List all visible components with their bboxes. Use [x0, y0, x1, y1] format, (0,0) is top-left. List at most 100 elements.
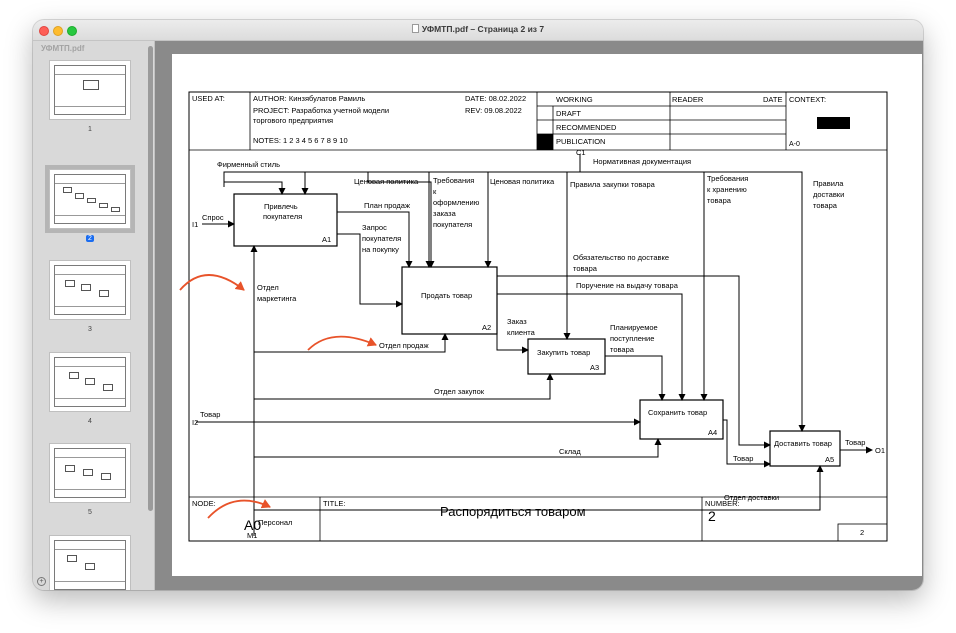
close-button[interactable]	[39, 26, 49, 36]
rev-text: REV: 09.08.2022	[465, 106, 522, 115]
box-a1-number: A1	[322, 235, 331, 244]
box-a1-label-2: покупателя	[263, 212, 302, 221]
label-warehouse: Склад	[559, 447, 581, 456]
box-a2-number: A2	[482, 323, 491, 332]
label-planned-supply-3: товара	[610, 345, 635, 354]
label-delivery-obligation-1: Обязательство по доставке	[573, 253, 669, 262]
page-number-3: 3	[88, 326, 92, 333]
page-number-2: 2	[86, 235, 94, 242]
box-a3-number: A3	[590, 363, 599, 372]
box-a1-label: Привлечь	[264, 202, 298, 211]
idef0-diagram: USED AT: AUTHOR: Кинзябулатов Рамиль PRO…	[179, 91, 888, 542]
label-demand: Спрос	[202, 213, 224, 222]
notes-text: NOTES: 1 2 3 4 5 6 7 8 9 10	[253, 136, 348, 145]
page-thumbnail-6[interactable]	[49, 535, 131, 590]
plus-circle-icon[interactable]: +	[37, 577, 46, 586]
label-buyer-request-2: покупателя	[362, 234, 401, 243]
project-text: PROJECT: Разработка учетной модели	[253, 106, 389, 115]
pdf-page: USED AT: AUTHOR: Кинзябулатов Рамиль PRO…	[172, 54, 922, 576]
sidebar-scrollbar[interactable]	[148, 46, 153, 511]
page-thumbnail-1[interactable]	[49, 60, 131, 120]
publication-marker	[537, 134, 553, 150]
used-at-label: USED AT:	[192, 94, 225, 103]
diagram-title: Распорядиться товаром	[440, 504, 586, 519]
working-label: WORKING	[556, 95, 593, 104]
draft-label: DRAFT	[556, 109, 581, 118]
label-planned-supply-1: Планируемое	[610, 323, 658, 332]
context-thumbnail	[817, 117, 850, 129]
label-personnel: Персонал	[258, 518, 292, 527]
label-i1: I1	[192, 220, 198, 229]
minimize-button[interactable]	[53, 26, 63, 36]
footer-block	[189, 496, 888, 542]
box-a3-label: Закупить товар	[537, 348, 590, 357]
label-purchasing-dept: Отдел закупок	[434, 387, 485, 396]
annotation-arrow-sales-dept	[307, 335, 377, 351]
pdf-document-icon	[411, 24, 419, 33]
title-bar: УФМТП.pdf – Страница 2 из 7	[33, 20, 923, 41]
node-value: A0	[244, 517, 261, 533]
label-delivery-rules-1: Правила	[813, 179, 844, 188]
number-label: NUMBER:	[705, 499, 740, 508]
preview-window: УФМТП.pdf – Страница 2 из 7 УФМТП.pdf 1 …	[33, 20, 923, 590]
reader-date-label: DATE	[763, 95, 782, 104]
label-goods-output: Товар	[845, 438, 865, 447]
page-thumbnail-2[interactable]	[45, 165, 135, 233]
label-delivery-dept: Отдел доставки	[724, 493, 779, 502]
label-storage-req-1: Требования	[707, 174, 748, 183]
label-order-req-3: оформлению	[433, 198, 480, 207]
page-number-5: 5	[88, 509, 92, 516]
function-box-a4	[639, 399, 724, 440]
document-view[interactable]: USED AT: AUTHOR: Кинзябулатов Рамиль PRO…	[155, 41, 923, 590]
label-marketing-dept-1: Отдел	[257, 283, 279, 292]
function-box-a2	[401, 266, 498, 335]
page-number-box: 2	[860, 528, 864, 537]
number-value: 2	[708, 508, 716, 524]
label-delivery-obligation-2: товара	[573, 264, 598, 273]
label-sales-plan: План продаж	[364, 201, 410, 210]
thumbnail-sidebar: УФМТП.pdf 1 2 3	[33, 41, 155, 590]
context-label: CONTEXT:	[789, 95, 826, 104]
label-purchase-rules: Правила закупки товара	[570, 180, 656, 189]
label-marketing-dept-2: маркетинга	[257, 294, 297, 303]
box-a4-number: A4	[708, 428, 717, 437]
recommended-label: RECOMMENDED	[556, 123, 617, 132]
label-goods-transfer: Товар	[733, 454, 753, 463]
page-thumbnail-5[interactable]	[49, 443, 131, 503]
annotation-arrow-marketing	[179, 274, 245, 291]
annotation-arrows	[179, 274, 377, 519]
context-node-ref: A-0	[789, 141, 800, 148]
label-delivery-rules-2: доставки	[813, 190, 844, 199]
reader-label: READER	[672, 95, 704, 104]
zoom-button[interactable]	[67, 26, 77, 36]
box-a5-label: Доставить товар	[774, 439, 832, 448]
label-client-order-2: клиента	[507, 328, 536, 337]
label-issue-order: Поручение на выдачу товара	[576, 281, 679, 290]
label-order-req-5: покупателя	[433, 220, 472, 229]
date-text: DATE: 08.02.2022	[465, 94, 526, 103]
function-box-a3	[527, 338, 606, 375]
label-order-req-4: заказа	[433, 209, 457, 218]
page-thumbnail-4[interactable]	[49, 352, 131, 412]
box-a4-label: Сохранить товар	[648, 408, 707, 417]
label-buyer-request-3: на покупку	[362, 245, 399, 254]
label-i2: I2	[192, 418, 198, 427]
sidebar-title: УФМТП.pdf	[41, 44, 85, 53]
label-client-order-1: Заказ	[507, 317, 527, 326]
title-label: TITLE:	[323, 499, 346, 508]
author-text: AUTHOR: Кинзябулатов Рамиль	[253, 94, 365, 103]
window-title: УФМТП.pdf – Страница 2 из 7	[33, 24, 923, 34]
label-storage-req-3: товара	[707, 196, 732, 205]
function-box-a5	[769, 430, 841, 467]
label-price-policy-1: Ценовая политика	[354, 177, 419, 186]
page-number-4: 4	[88, 418, 92, 425]
label-sales-dept: Отдел продаж	[379, 341, 429, 350]
box-a5-number: A5	[825, 455, 834, 464]
label-planned-supply-2: поступление	[610, 334, 654, 343]
label-goods-input: Товар	[200, 410, 220, 419]
page-thumbnail-3[interactable]	[49, 260, 131, 320]
annotation-arrow-personnel	[207, 499, 271, 519]
label-corporate-style: Фирменный стиль	[217, 160, 280, 169]
node-label: NODE:	[192, 499, 216, 508]
window-title-text: УФМТП.pdf – Страница 2 из 7	[421, 24, 545, 34]
